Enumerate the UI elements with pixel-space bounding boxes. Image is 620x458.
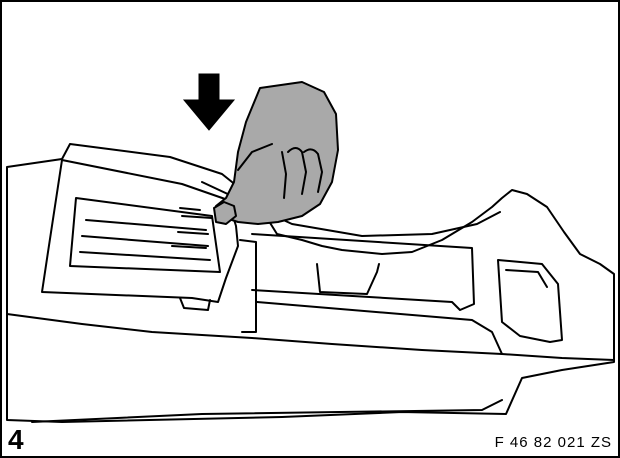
down-arrow-icon <box>182 73 236 131</box>
step-number: 4 <box>8 424 24 455</box>
console-slot-tab <box>316 263 380 295</box>
console-bottom-line <box>31 399 503 423</box>
console-slot-floor <box>256 301 503 355</box>
radio-slot-3 <box>79 251 211 261</box>
console-slot-outline <box>251 233 475 311</box>
console-tray-inner <box>505 269 548 288</box>
radio-module-face <box>69 197 221 273</box>
radio-bracket <box>179 297 211 311</box>
radio-button-1 <box>179 207 213 219</box>
console-recess-left <box>239 239 257 333</box>
radio-slot-1 <box>85 219 207 231</box>
figure-code: F 46 82 021 ZS <box>494 434 612 451</box>
hand-icon <box>213 81 339 225</box>
radio-module-frame <box>41 159 239 303</box>
console-tray-right <box>497 259 563 343</box>
radio-button-2 <box>177 231 209 235</box>
radio-button-3 <box>171 245 207 249</box>
radio-slot-2 <box>81 235 209 247</box>
console-front-edge <box>6 313 615 361</box>
